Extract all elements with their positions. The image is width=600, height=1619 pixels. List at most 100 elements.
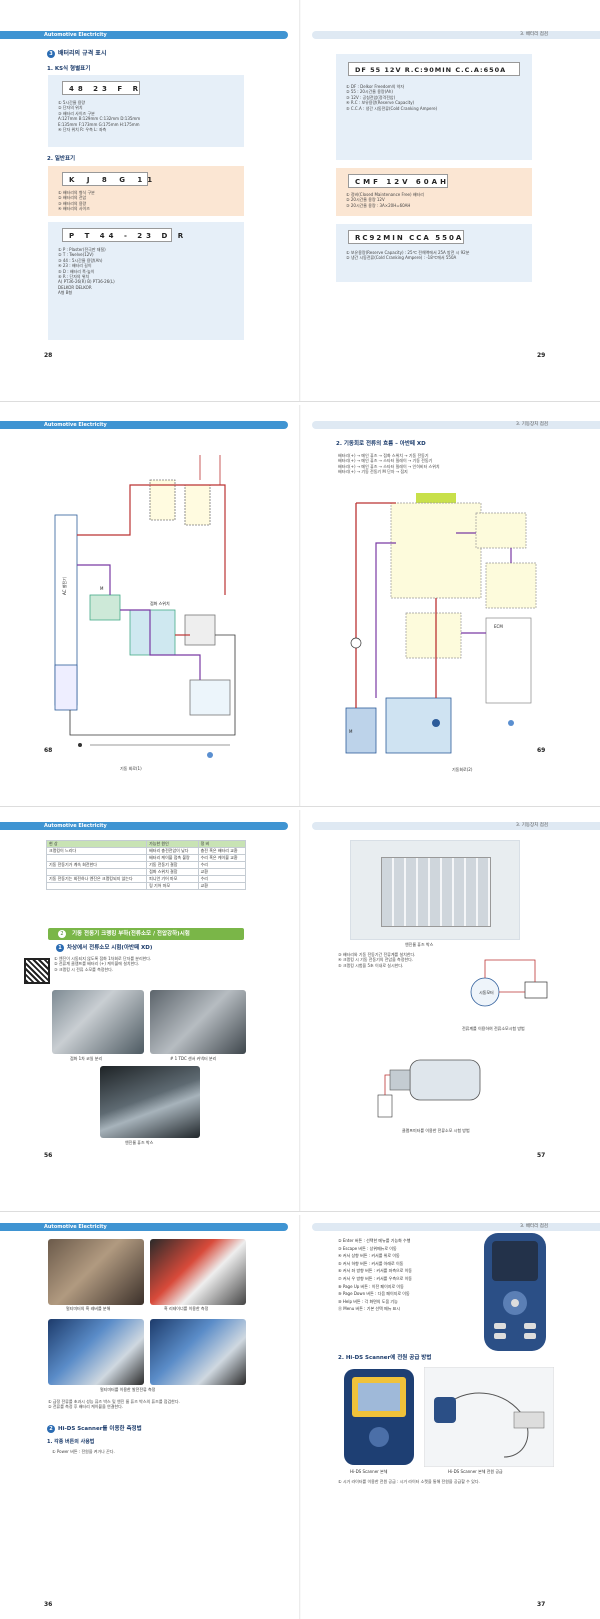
right-code-3: RC92MIN CCA 550A (348, 230, 464, 244)
power-supply-title: 2. Hi-DS Scanner에 전원 공급 방법 (338, 1355, 432, 1361)
photo-multimeter-1 (48, 1319, 144, 1385)
general-notes-1: ① 배터리의 형식 구분 ② 배터리의 전압 ③ 배터리의 용량 ④ 배터리의 … (58, 190, 238, 212)
bullet: 배터리(+) → 기동 전동기 M 단자 → 접지 (338, 469, 408, 475)
table-cell: 링 기어 마모 (146, 882, 199, 890)
section-number-icon: 2 (47, 1425, 55, 1433)
note: ① DF : Delkor Freedom의 약자 (346, 84, 405, 89)
note: ① 5시간율 용량 (58, 100, 86, 105)
table-cell (45, 868, 148, 876)
table-cell: 배터리 충전전압이 낮다 (146, 847, 199, 855)
page-number-left: 56 (44, 1152, 53, 1159)
note: A형 B형 (58, 290, 73, 296)
note: ⑥ R : 단자의 위치 (58, 273, 90, 279)
circuit-flow-bullets: 배터리(+) → 메인 퓨즈 → 점화 스위치 → 기동 전동기 배터리(+) … (338, 453, 548, 475)
scanner-keypad-image (484, 1233, 546, 1351)
note: ④ 단자 위치 R: 우측 L: 좌측 (58, 126, 107, 132)
note: A:127mm B:129mm C:132mm D:135mm (58, 116, 141, 122)
scanner-body-caption: Hi-DS Scanner 본체 (350, 1469, 388, 1474)
header-section: 3. 배터리 점검 (520, 32, 548, 37)
page-number-right: 29 (537, 352, 546, 359)
button-item: ⑩ Help 버튼 : 각 화면의 도움 기능 (338, 1298, 398, 1304)
ks-notes: ① 5시간율 용량 ② 단자의 위치 ③ 배터리 사이즈 구분 A:127mm … (58, 100, 238, 132)
note: ① 배터리의 형식 구분 (58, 190, 95, 195)
subsection-text: 차상에서 전류소모 시험(아반떼 XD) (67, 945, 153, 951)
button-list: ② Enter 버튼 : 선택한 메뉴를 기능화 수행 ③ Escape 버튼 … (338, 1237, 468, 1313)
gutter (299, 1215, 301, 1619)
measurement-notes: ① 급정 전류를 초과시 성능 퓨즈 박스 및 엔진 룸 퓨즈 박스의 퓨즈를 … (48, 1399, 244, 1410)
note: ① 정비(Closed Maintenance Free) 배터리 (346, 192, 424, 197)
table-cell: 점화 스위치 결함 (146, 868, 199, 876)
photo-caption-2: # 1 TDC 센서 커넥터 분리 (170, 1056, 217, 1061)
banner-number-icon: 2 (58, 930, 66, 938)
bullet: 배터리(+) → 메인 퓨즈 → 스타터 릴레이 → 기동 전동기 (338, 458, 433, 464)
photo-multimeter-2 (150, 1319, 246, 1385)
table-cell: 피니언 기어 마모 (146, 875, 199, 883)
general-box-1: K J 8 G 11 ① 배터리의 형식 구분 ② 배터리의 전압 ③ 배터리의… (48, 166, 244, 216)
circuit-diagram-1: AC 발전기 M 점화 스위치 (50, 445, 250, 763)
spread-starting-circuit: Automotive Electricity 3. 기동장치 점검 AC 발전기… (0, 405, 600, 807)
spread-hi-ds-scanner: Automotive Electricity 3. 배터리 점검 멀티미터의 흑… (0, 1215, 600, 1619)
table-header: 현 상 (45, 840, 148, 848)
note: ④ 23 : 배터리 길이 (58, 263, 92, 269)
table-header: 정 비 (197, 840, 247, 848)
step: ⑤ 크랭킹 시험을 5초 이내로 실시한다. (338, 962, 404, 968)
table-cell: 수리 혹은 케이블 교환 (197, 854, 247, 862)
note: ③ 배터리 사이즈 구분 (58, 110, 95, 116)
clamp-meter-diagram (377, 1059, 481, 1118)
photo-caption-1: 점화 1차 코일 분리 (70, 1056, 103, 1061)
photo-tdc-sensor (150, 990, 246, 1054)
note: ① 급정 전류를 초과시 성능 퓨즈 박스 및 엔진 룸 퓨즈 박스의 퓨즈를 … (48, 1399, 180, 1404)
general-title: 2. 일반표기 (47, 156, 76, 162)
ks-box: 48 23 F R ① 5시간율 용량 ② 단자의 위치 ③ 배터리 사이즈 구… (48, 75, 244, 147)
section-title-text: 배터리의 규격 표시 (58, 50, 107, 57)
note: E:135mm F:173mm G:175mm H:175mm (58, 121, 140, 127)
header-right-bar: 3. 기동장치 점검 (312, 421, 600, 429)
svg-text:ECM: ECM (494, 624, 503, 629)
right-box-1: DF 55 12V R.C:90MIN C.C.A:650A ① DF : De… (336, 54, 532, 160)
table-cell (45, 882, 148, 890)
qr-code-icon[interactable] (24, 958, 50, 984)
step: ① 엔진이 시동되지 않도록 점화 1차회로 단자를 분리한다. (54, 956, 152, 961)
header-section: 3. 기동장치 점검 (516, 823, 548, 828)
hi-ds-title-text: Hi-DS Scanner를 이용한 측정법 (58, 1426, 142, 1432)
step: ③ 배터리와 기동 전동기간 전류계를 설치한다. (338, 952, 416, 957)
key-usage-title: 1. 각종 버튼의 사용법 (47, 1439, 95, 1445)
power-button-note: ① Power 버튼 : 전원을 켜거나 끈다. (52, 1449, 115, 1454)
note: ② T : Twelve(12V) (58, 252, 94, 258)
subsection-number-icon: 1 (56, 944, 64, 952)
button-item: ④ 커서 상향 버튼 : 커서를 위로 이동 (338, 1253, 400, 1259)
page-number-right: 37 (537, 1601, 546, 1608)
diagram-caption-1: 기동 회로(1) (120, 766, 142, 771)
note: ② 배터리의 전압 (58, 195, 87, 201)
photo-caption-2: 흑 리테이너를 이용한 측정 (164, 1306, 209, 1311)
scanner-body-image (344, 1369, 414, 1465)
fuse-grid (381, 857, 491, 927)
table-cell: 기동 전동기 결함 (146, 861, 199, 869)
right-box-3: RC92MIN CCA 550A ① 보유용량(Reserve Capacity… (336, 224, 532, 282)
note: ② 전류를 측정 후 배터리 케이블을 연결한다. (48, 1404, 124, 1410)
button-item: ⑧ Page Up 버튼 : 이전 페이지로 이동 (338, 1283, 404, 1289)
svg-text:M: M (100, 586, 104, 591)
test-steps: ① 엔진이 시동되지 않도록 점화 1차회로 단자를 분리한다. ② 전류계 클… (54, 956, 250, 972)
diagram-caption-2: 기동회로(2) (452, 767, 473, 772)
step: ④ 크랭킹 시 기동 전동기의 전압을 측정한다. (338, 957, 414, 963)
header-section: 3. 기동장치 점검 (516, 422, 548, 427)
table-cell: 기동 전동기는 회전하나 엔진은 크랭킹되지 않는다 (45, 875, 148, 883)
table-header: 가능한 원인 (146, 840, 199, 848)
button-item: ⑥ 커서 좌 방향 버튼 : 커서를 좌측으로 이동 (338, 1268, 412, 1274)
table-cell: 충전 혹은 배터리 교환 (197, 847, 247, 855)
header-left-bar: Automotive Electricity (0, 1223, 288, 1231)
section-number-icon: 3 (47, 50, 55, 58)
page-number-right: 57 (537, 1152, 546, 1159)
photo-caption-3: 엔진룸 퓨즈 박스 (125, 1140, 154, 1145)
button-item: ⑪ Menu 버튼 : 기본 선택 메뉴 표시 (338, 1306, 401, 1312)
header-brand: Automotive Electricity (44, 32, 107, 38)
